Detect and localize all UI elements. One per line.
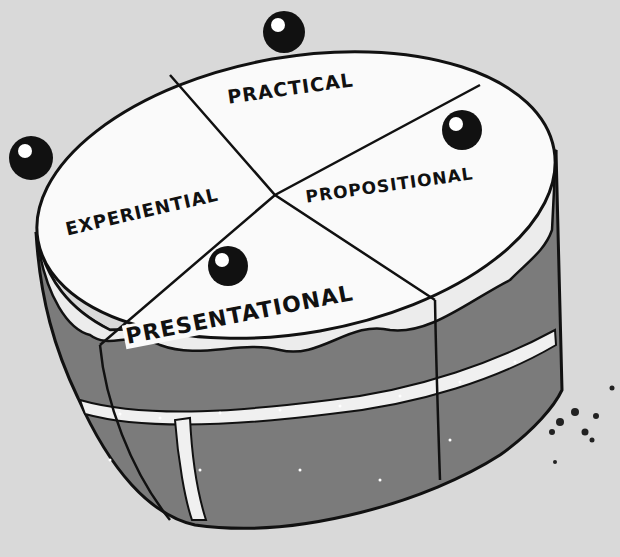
crumbs [549, 386, 615, 465]
slice-line [100, 345, 170, 520]
cake-top [14, 14, 578, 377]
filling-drip [175, 418, 206, 520]
filling-dots [109, 361, 517, 482]
black-balls [9, 11, 482, 286]
slice-line [435, 300, 440, 480]
